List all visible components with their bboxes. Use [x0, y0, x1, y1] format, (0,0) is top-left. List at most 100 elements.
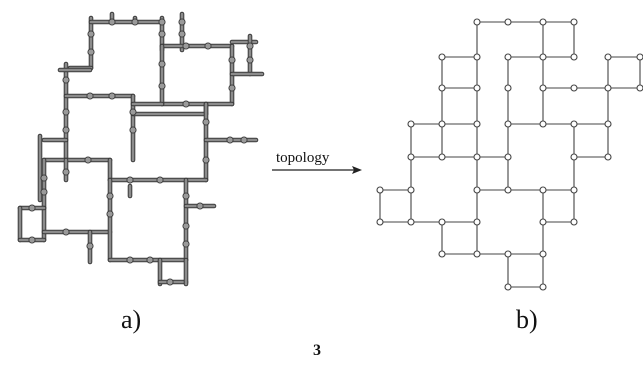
arrow-label: topology	[276, 150, 330, 166]
graph-node	[539, 186, 547, 194]
graph-node	[570, 84, 578, 92]
graph-node	[473, 120, 481, 128]
graph-node	[636, 84, 643, 92]
bead	[228, 84, 236, 92]
graph-node	[570, 186, 578, 194]
panel-a-molecular-network	[17, 11, 265, 287]
bead	[28, 204, 36, 212]
graph-node	[473, 153, 481, 161]
bead	[226, 136, 234, 144]
graph-node	[473, 250, 481, 258]
bead	[86, 242, 94, 250]
graph-node	[504, 250, 512, 258]
bead	[62, 76, 70, 84]
bead	[146, 256, 154, 264]
graph-node	[504, 283, 512, 291]
bead	[131, 18, 139, 26]
graph-node	[539, 84, 547, 92]
bead	[204, 42, 212, 50]
bead	[158, 82, 166, 90]
graph-node	[570, 120, 578, 128]
bead	[106, 210, 114, 218]
bead	[196, 202, 204, 210]
graph-node	[438, 120, 446, 128]
figure-number: 3	[313, 342, 321, 359]
graph-node	[604, 153, 612, 161]
graph-node	[473, 186, 481, 194]
graph-node	[438, 218, 446, 226]
graph-node	[504, 53, 512, 61]
bead	[62, 108, 70, 116]
bead	[156, 176, 164, 184]
bead	[62, 228, 70, 236]
graph-node	[376, 186, 384, 194]
graph-node	[539, 18, 547, 26]
graph-node	[604, 120, 612, 128]
graph-node	[504, 153, 512, 161]
bead	[158, 60, 166, 68]
graph-node	[570, 18, 578, 26]
graph-node	[504, 120, 512, 128]
graph-node	[407, 120, 415, 128]
graph-node	[539, 53, 547, 61]
graph-node	[473, 53, 481, 61]
graph-node	[438, 84, 446, 92]
bead	[246, 42, 254, 50]
bead	[240, 136, 248, 144]
bead	[202, 156, 210, 164]
bead	[62, 168, 70, 176]
bead	[182, 42, 190, 50]
bead	[129, 108, 137, 116]
bead	[40, 188, 48, 196]
bead	[40, 174, 48, 182]
bead	[108, 18, 116, 26]
graph-node	[539, 250, 547, 258]
bead	[86, 92, 94, 100]
caption-a: a)	[121, 305, 142, 334]
bead	[166, 278, 174, 286]
graph-node	[407, 218, 415, 226]
caption-b: b)	[516, 305, 538, 334]
graph-node	[438, 153, 446, 161]
bead	[108, 92, 116, 100]
graph-node	[504, 186, 512, 194]
bead	[84, 156, 92, 164]
bead	[182, 192, 190, 200]
bead	[106, 192, 114, 200]
panel-b-topology-graph	[376, 18, 643, 291]
graph-node	[570, 53, 578, 61]
graph-node	[539, 218, 547, 226]
graph-node	[438, 53, 446, 61]
graph-node	[473, 18, 481, 26]
bead	[129, 126, 137, 134]
bead	[87, 48, 95, 56]
bead	[178, 30, 186, 38]
bead	[182, 222, 190, 230]
bead	[62, 126, 70, 134]
graph-node	[570, 218, 578, 226]
graph-node	[473, 218, 481, 226]
bead	[126, 256, 134, 264]
bead	[178, 18, 186, 26]
bead	[182, 100, 190, 108]
bead	[126, 176, 134, 184]
graph-node	[539, 283, 547, 291]
graph-node	[504, 18, 512, 26]
bead	[228, 56, 236, 64]
graph-node	[407, 186, 415, 194]
bead	[202, 118, 210, 126]
graph-node	[570, 153, 578, 161]
bead	[158, 18, 166, 26]
bead	[28, 236, 36, 244]
bead	[246, 56, 254, 64]
bead	[182, 240, 190, 248]
graph-node	[504, 84, 512, 92]
graph-node	[539, 120, 547, 128]
bead	[87, 30, 95, 38]
graph-node	[604, 84, 612, 92]
graph-node	[473, 84, 481, 92]
graph-node	[376, 218, 384, 226]
graph-node	[407, 153, 415, 161]
graph-node	[636, 53, 643, 61]
